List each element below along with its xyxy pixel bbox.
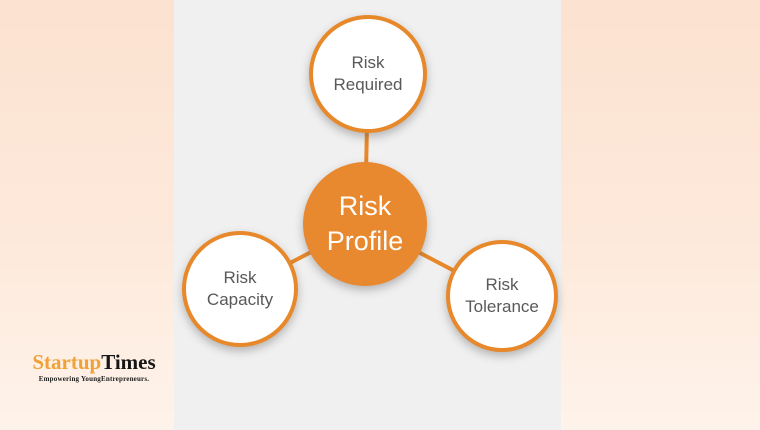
brand-name-part2: Times <box>101 350 156 374</box>
node-risk-tolerance-label: Risk Tolerance <box>465 274 539 318</box>
label-line-1: Risk <box>485 275 519 294</box>
node-risk-required: Risk Required <box>309 15 427 133</box>
node-risk-profile: Risk Profile <box>303 162 427 286</box>
label-line-1: Risk <box>223 268 257 287</box>
node-risk-required-label: Risk Required <box>334 52 403 96</box>
publisher-logo: StartupTimes Empowering YoungEntrepreneu… <box>24 351 164 383</box>
node-risk-capacity: Risk Capacity <box>182 231 298 347</box>
publisher-logo-wordmark: StartupTimes <box>24 351 164 373</box>
brand-name-part1: Startup <box>32 350 102 374</box>
node-risk-profile-label: Risk Profile <box>327 189 404 259</box>
label-line-1: Risk <box>338 191 392 221</box>
node-risk-capacity-label: Risk Capacity <box>207 267 273 311</box>
publisher-tagline: Empowering YoungEntrepreneurs. <box>38 375 150 383</box>
label-line-1: Risk <box>351 53 385 72</box>
label-line-2: Required <box>333 75 403 94</box>
label-line-2: Profile <box>326 226 404 256</box>
label-line-2: Capacity <box>206 290 274 309</box>
label-line-2: Tolerance <box>465 297 539 316</box>
node-risk-tolerance: Risk Tolerance <box>446 240 558 352</box>
